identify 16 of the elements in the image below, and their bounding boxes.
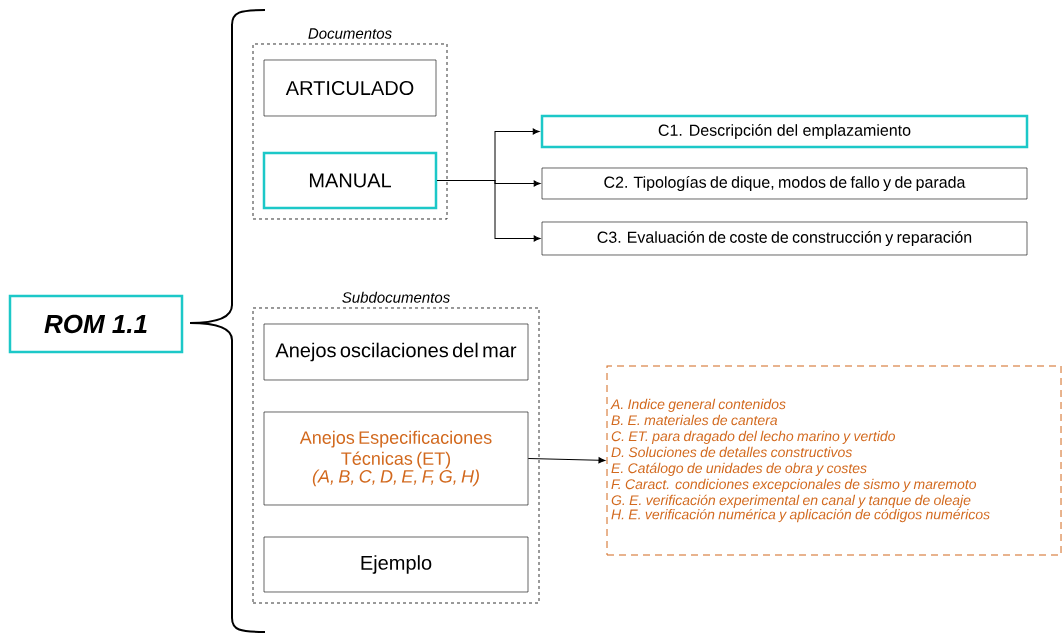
annex-list-box: A. Indice general contenidos B. E. materiales de cantera C. ET. para dragado del lecho marino y vertido D. Soluciones de detalles constructivos E. Catálogo de unidades de obra y costes F. Caract. condiciones excepcionales de sismo y maremoto G. E. verificación experimental en canal y tanque de oleaje H. E. verificación numérica y aplicación de códigos numéricos bbox=[606, 365, 1062, 556]
annex-box: Anejos oscilaciones del mar bbox=[263, 323, 529, 381]
chapter-box: C1. Descripción del emplazamiento bbox=[540, 114, 1029, 149]
chapter-box: C2. Tipologías de dique, modos de fallo y de parada bbox=[541, 167, 1028, 200]
annex-box: Anejos Especificaciones Técnicas (ET) (A, B, C, D, E, F, G, H) bbox=[263, 411, 529, 506]
group-frame bbox=[252, 307, 540, 604]
arrow bbox=[527, 457, 606, 464]
group-heading: Subdocumentos bbox=[342, 291, 450, 303]
annex-box: Ejemplo bbox=[263, 536, 529, 593]
document-box: MANUAL bbox=[262, 151, 438, 210]
document-box: ARTICULADO bbox=[263, 59, 437, 117]
group-frame bbox=[252, 43, 448, 220]
arrow bbox=[436, 180, 541, 242]
chapter-box: C3. Evaluación de coste de construcción y reparación bbox=[541, 221, 1028, 256]
group-heading: Documentos bbox=[308, 28, 392, 39]
title-box: ROM 1.1 bbox=[8, 294, 184, 354]
